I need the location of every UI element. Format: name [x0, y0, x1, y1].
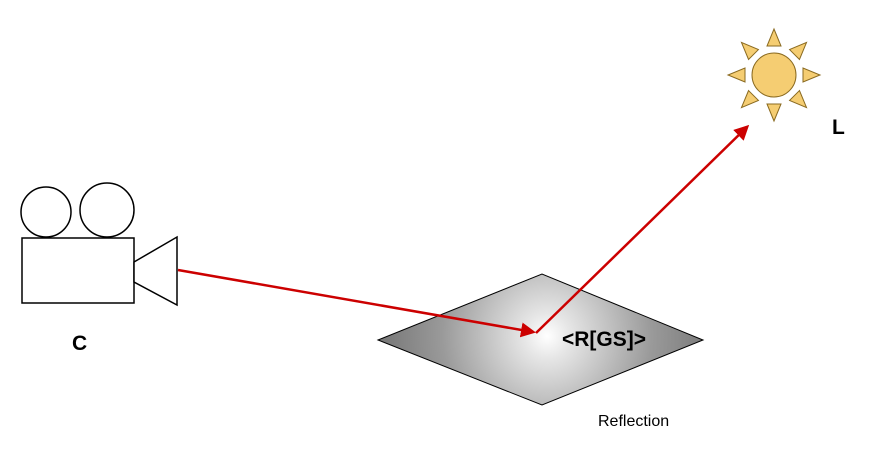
camera-icon: [20, 182, 178, 307]
sun-icon: [726, 27, 822, 123]
reflected-ray: [535, 124, 750, 334]
light-label: L: [832, 116, 845, 139]
camera-label: C: [72, 332, 87, 355]
surface-tag: <R[GS]>: [562, 328, 646, 351]
incident-ray: [177, 268, 536, 338]
caption-label: Reflection: [598, 413, 669, 430]
reflective-surface: [376, 273, 705, 406]
